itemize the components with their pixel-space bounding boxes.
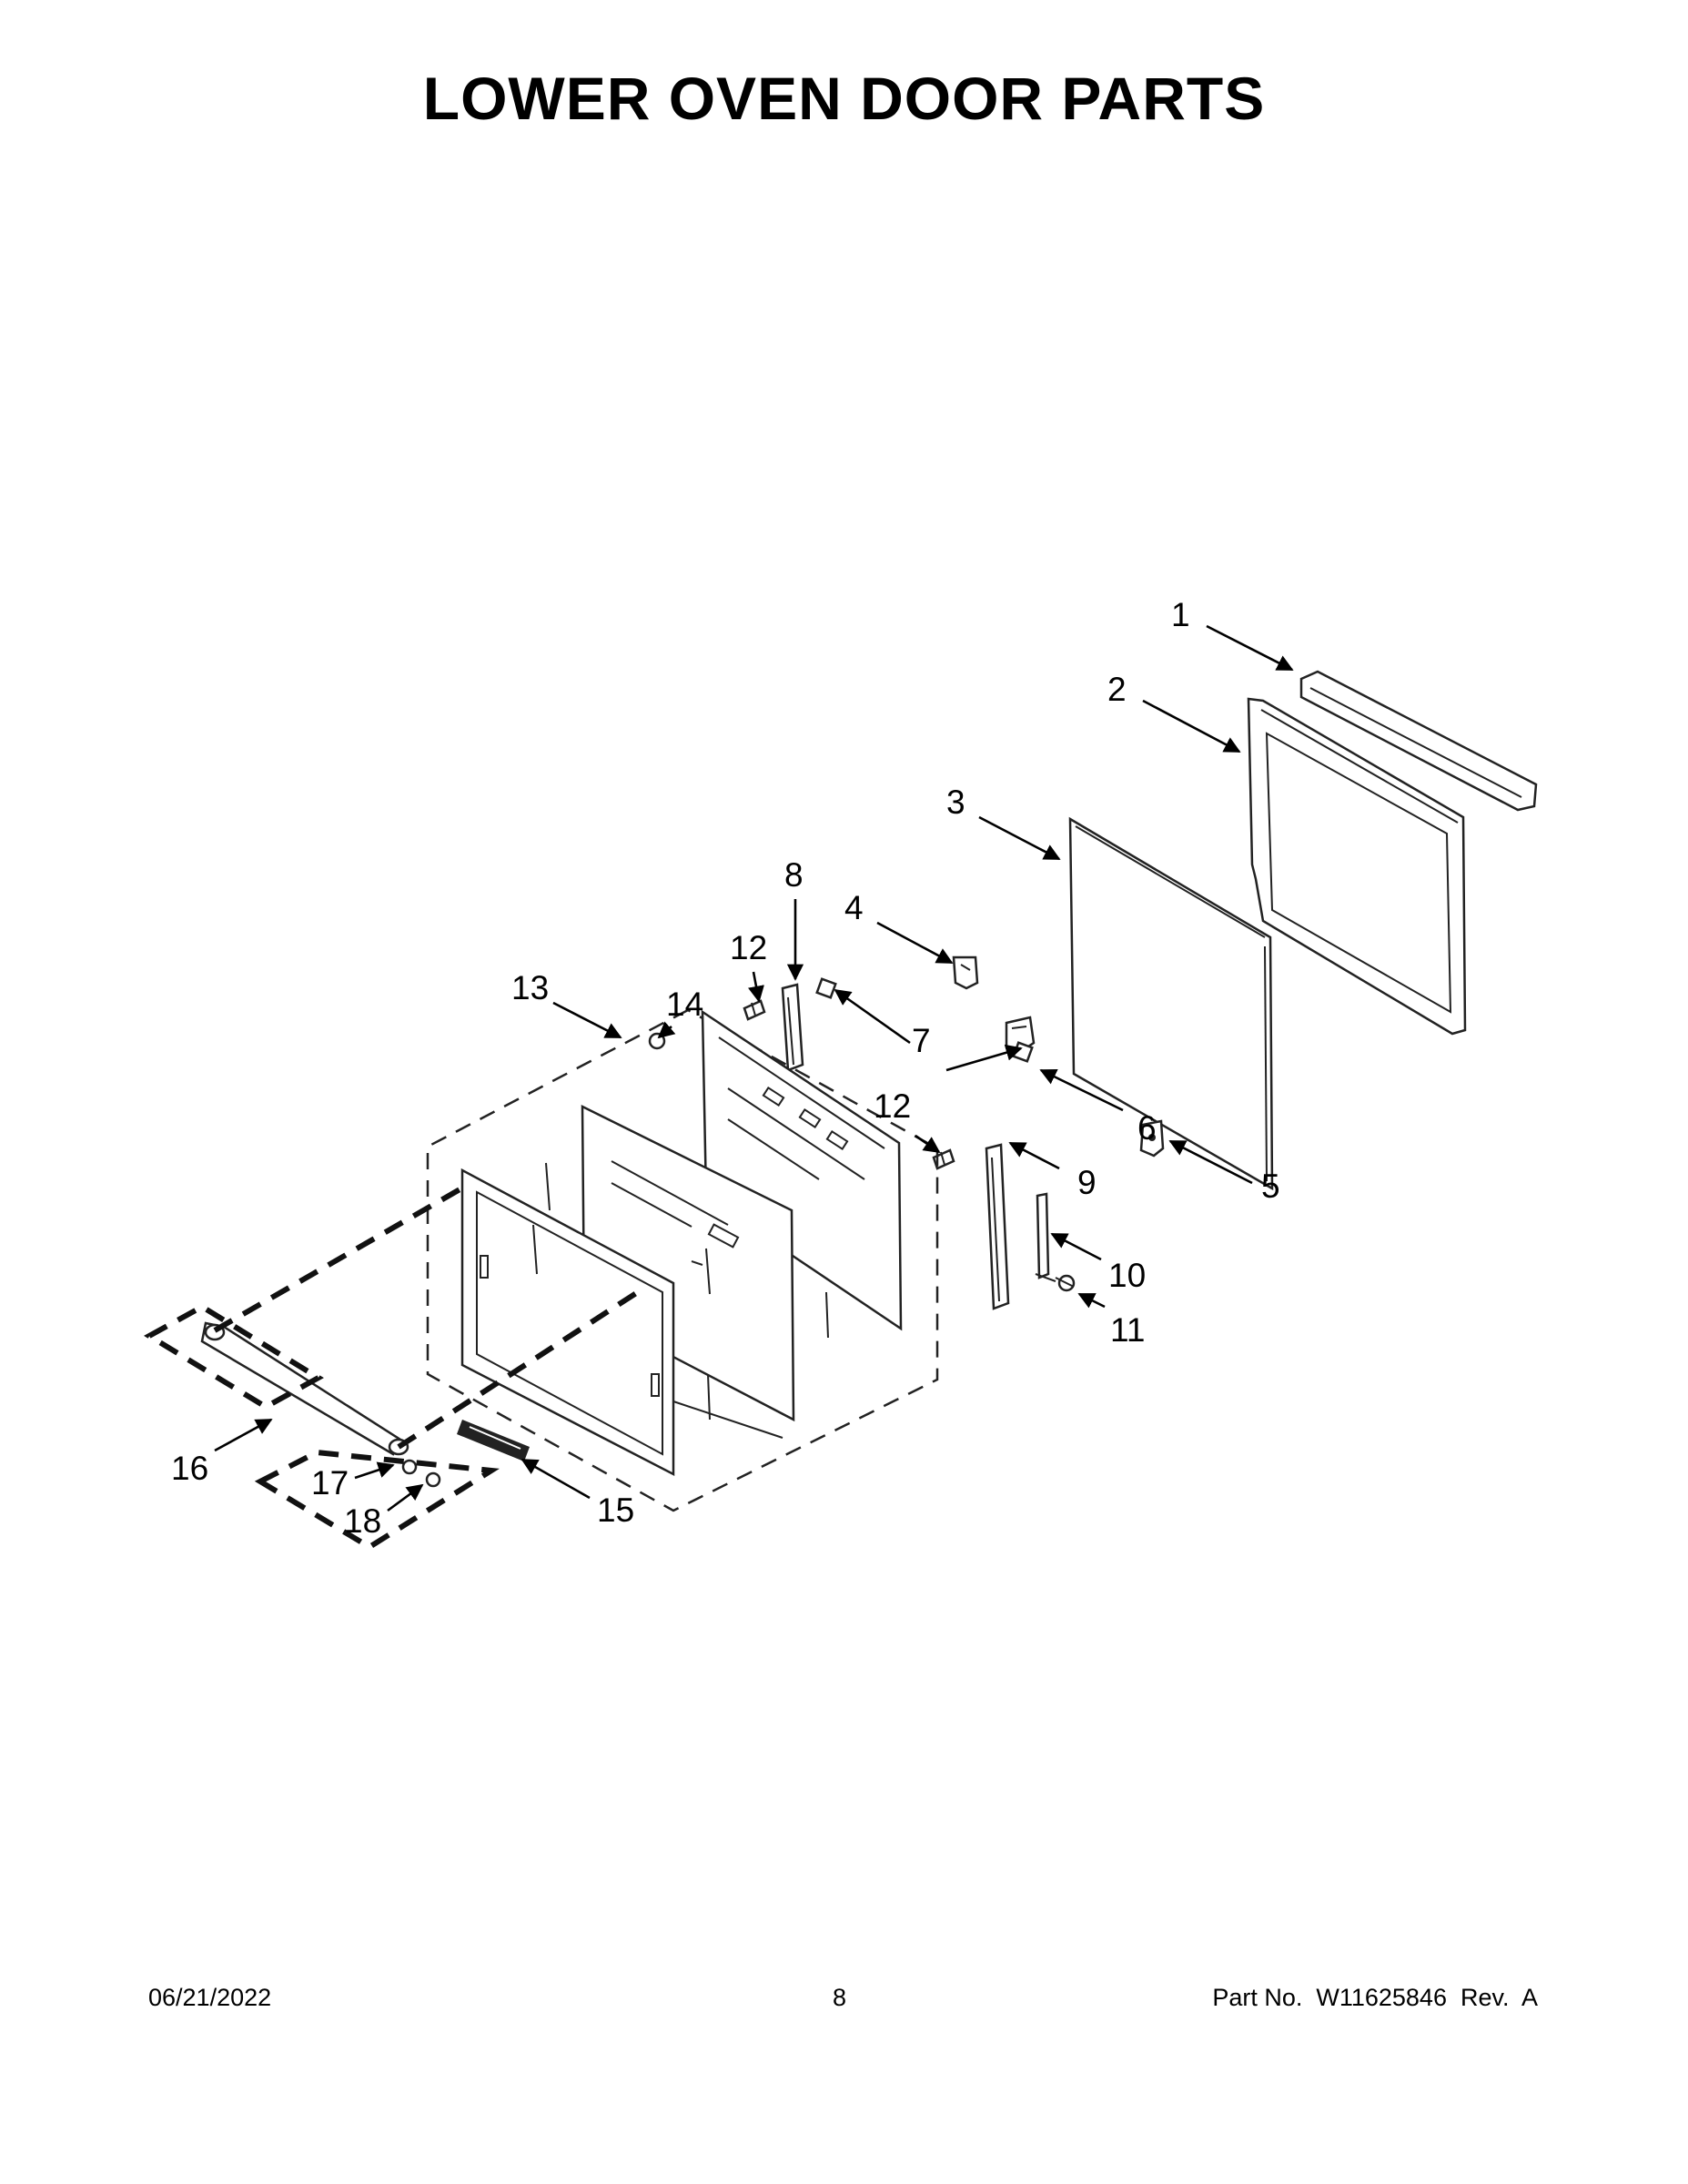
- handle-mount-line-right: [397, 1284, 648, 1450]
- callout-2: 2: [1107, 671, 1127, 708]
- part-4-bracket: [952, 956, 979, 990]
- part-11-screw: [1055, 1274, 1076, 1292]
- footer-date: 06/21/2022: [148, 1984, 272, 2011]
- handle-mount-line-left: [213, 1182, 470, 1333]
- callout-5: 5: [1261, 1168, 1280, 1205]
- callout-9: 9: [1077, 1164, 1097, 1201]
- part-7-gasket-pad-a: [815, 977, 837, 999]
- handle-hardware-outline: [254, 1449, 500, 1551]
- part-10-hinge: [1035, 1192, 1056, 1282]
- callout-14: 14: [666, 986, 703, 1023]
- callout-8: 8: [784, 856, 804, 894]
- part-16-door-handle: [200, 1321, 409, 1456]
- callout-7: 7: [912, 1022, 931, 1059]
- part-18-screw: [425, 1471, 441, 1488]
- inner-door-panel: [701, 1009, 903, 1331]
- part-2-door-frame: [1247, 697, 1467, 1036]
- part-3-glass-pane: [1068, 816, 1274, 1191]
- part-12-screw-b: [932, 1148, 955, 1170]
- part-12-screw-a: [743, 999, 766, 1021]
- side-rails: [532, 1162, 829, 1439]
- part-8-left-channel: [781, 983, 804, 1072]
- callout-15: 15: [597, 1491, 634, 1529]
- callout-11: 11: [1110, 1311, 1145, 1349]
- callout-10: 10: [1108, 1257, 1146, 1294]
- part-15-badge: [457, 1420, 530, 1461]
- callout-1: 1: [1171, 596, 1190, 633]
- callout-16: 16: [171, 1450, 208, 1487]
- callout-12-lower: 12: [874, 1087, 911, 1125]
- callout-17: 17: [311, 1464, 349, 1502]
- callout-6: 6: [1137, 1109, 1157, 1147]
- part-13-door-assembly-outline: [426, 1008, 939, 1512]
- part-5-hinge-clip: [1139, 1119, 1165, 1158]
- callout-18: 18: [344, 1502, 381, 1540]
- callout-12-upper: 12: [730, 929, 767, 966]
- callout-13: 13: [511, 969, 549, 1006]
- part-9-right-channel: [985, 1143, 1010, 1310]
- callout-4: 4: [844, 889, 864, 926]
- footer-page-number: 8: [833, 1984, 847, 2011]
- page-title: LOWER OVEN DOOR PARTS: [422, 65, 1266, 132]
- handle-assembly-outline: [144, 1303, 324, 1410]
- front-glass-frame: [460, 1168, 675, 1477]
- callout-3: 3: [946, 784, 965, 821]
- part-1-vent-trim: [1299, 670, 1538, 812]
- footer-part-number: Part No. W11625846 Rev. A: [1212, 1984, 1538, 2011]
- part-17-end-cap: [401, 1459, 418, 1475]
- callout-leaders: [214, 624, 1294, 1512]
- part-7-gasket-pad-b: [1012, 1041, 1034, 1063]
